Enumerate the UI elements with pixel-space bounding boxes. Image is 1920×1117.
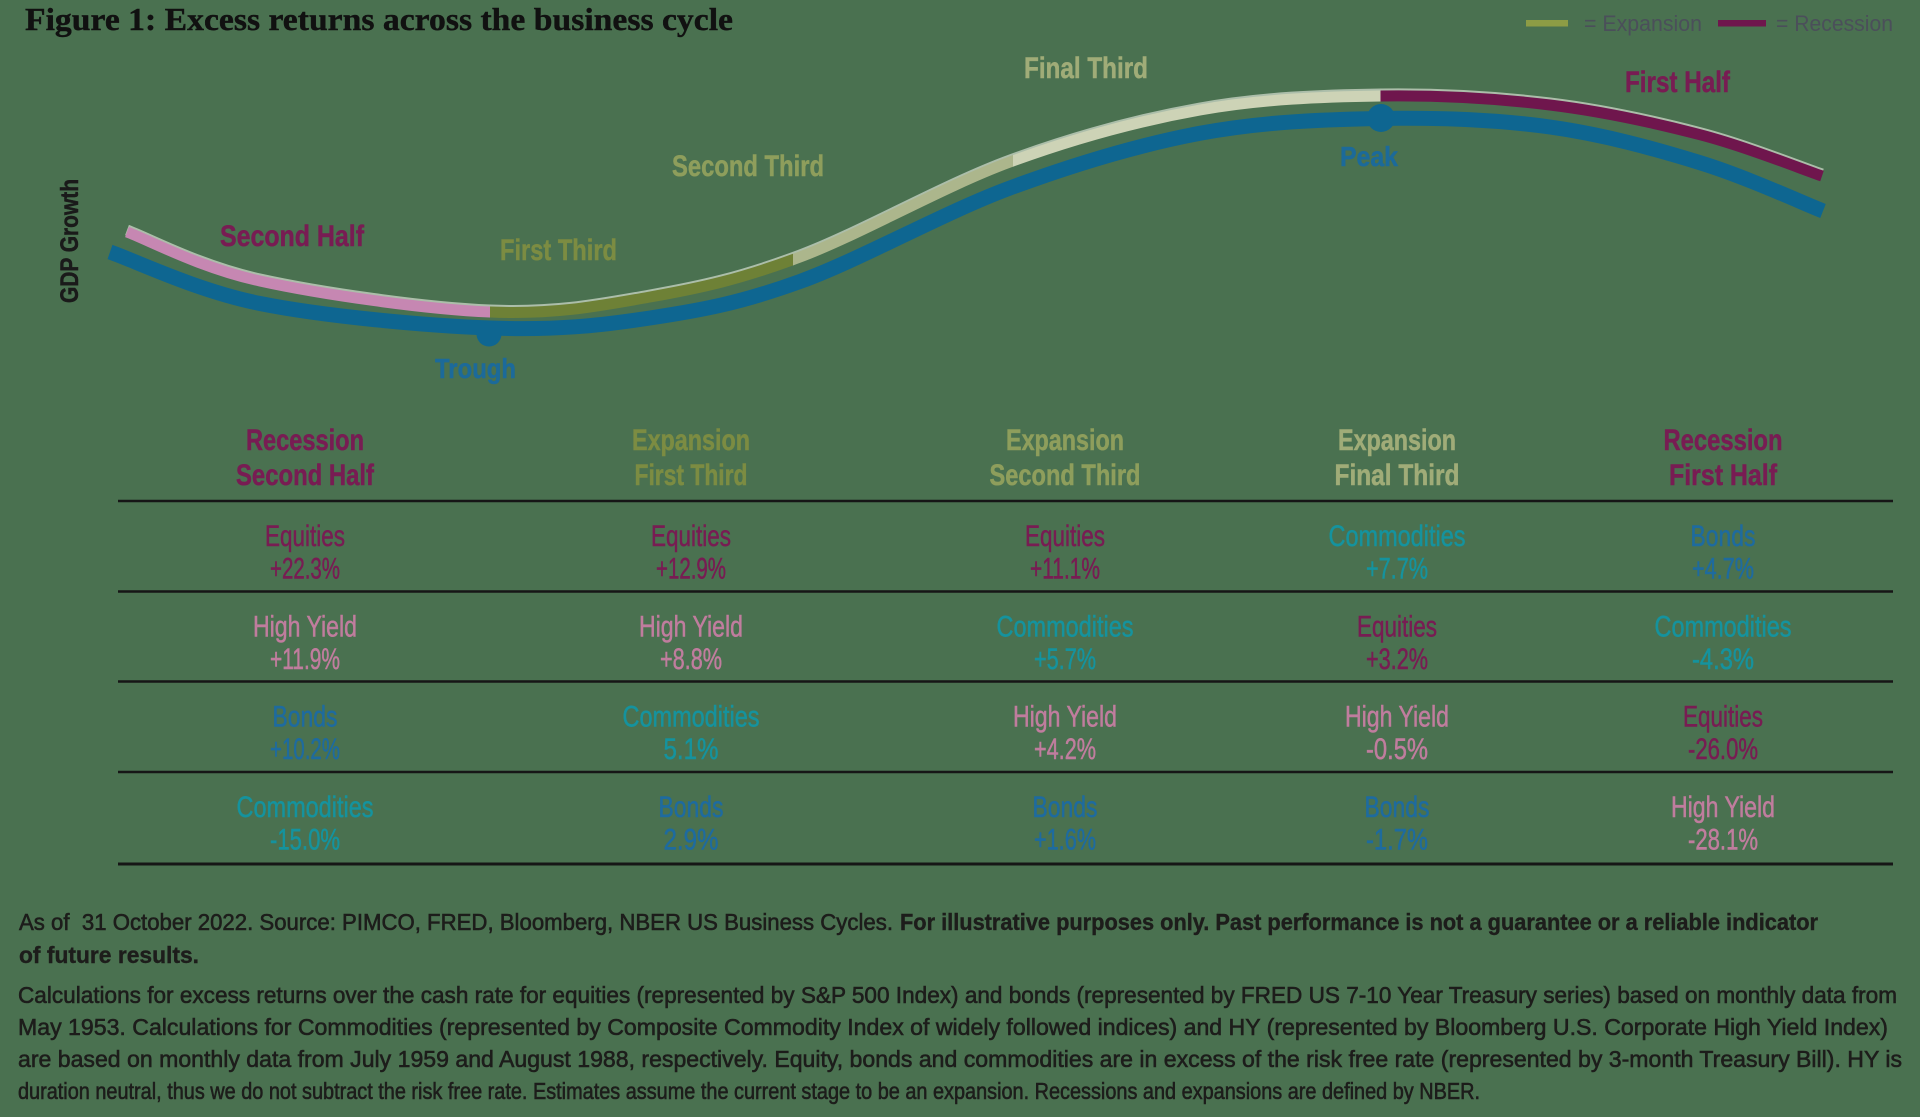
svg-text:High Yield: High Yield [253, 611, 357, 644]
svg-text:duration neutral, thus we do n: duration neutral, thus we do not subtrac… [18, 1078, 1480, 1104]
svg-text:Bonds: Bonds [1365, 791, 1430, 824]
svg-text:Commodities: Commodities [1329, 520, 1466, 553]
svg-text:+11.9%: +11.9% [270, 643, 340, 676]
svg-text:Figure 1: Excess returns acros: Figure 1: Excess returns across the busi… [25, 1, 733, 37]
svg-text:Final Third: Final Third [1335, 459, 1460, 492]
svg-text:5.1%: 5.1% [664, 733, 719, 766]
svg-text:Expansion: Expansion [1006, 424, 1124, 457]
svg-text:-26.0%: -26.0% [1688, 733, 1758, 766]
svg-text:Calculations for excess return: Calculations for excess returns over the… [18, 982, 1897, 1008]
svg-text:+12.9%: +12.9% [656, 553, 726, 586]
svg-text:Final Third: Final Third [1024, 52, 1148, 85]
svg-text:Commodities: Commodities [1655, 611, 1792, 644]
svg-text:Bonds: Bonds [1033, 791, 1098, 824]
svg-text:First Third: First Third [635, 459, 748, 492]
svg-text:Trough: Trough [435, 353, 516, 384]
svg-text:are based on monthly data from: are based on monthly data from July 1959… [18, 1046, 1902, 1072]
svg-text:-0.5%: -0.5% [1366, 733, 1428, 766]
svg-text:= Recession: = Recession [1776, 11, 1893, 36]
svg-text:Equities: Equities [651, 520, 731, 553]
svg-text:High Yield: High Yield [639, 611, 743, 644]
svg-text:GDP Growth: GDP Growth [56, 179, 84, 303]
svg-text:For illustrative purposes only: For illustrative purposes only. Past per… [900, 909, 1818, 935]
svg-text:+4.7%: +4.7% [1692, 553, 1754, 586]
svg-text:Equities: Equities [1357, 611, 1437, 644]
svg-text:First Half: First Half [1625, 66, 1731, 99]
svg-text:-15.0%: -15.0% [270, 824, 340, 857]
svg-text:High Yield: High Yield [1013, 701, 1117, 734]
svg-text:+8.8%: +8.8% [660, 643, 722, 676]
svg-text:Commodities: Commodities [623, 701, 760, 734]
svg-text:+5.7%: +5.7% [1034, 643, 1096, 676]
svg-text:Recession: Recession [1664, 424, 1783, 457]
svg-text:Commodities: Commodities [237, 791, 374, 824]
svg-text:Commodities: Commodities [997, 611, 1134, 644]
svg-text:Second Half: Second Half [236, 459, 375, 492]
svg-text:+4.2%: +4.2% [1034, 733, 1096, 766]
svg-text:-4.3%: -4.3% [1692, 643, 1754, 676]
svg-text:Second Half: Second Half [220, 220, 365, 253]
svg-text:+7.7%: +7.7% [1366, 553, 1428, 586]
svg-text:2.9%: 2.9% [664, 824, 719, 857]
svg-text:Expansion: Expansion [1338, 424, 1456, 457]
svg-text:Second Third: Second Third [990, 459, 1141, 492]
svg-text:May 1953. Calculations for Com: May 1953. Calculations for Commodities (… [18, 1014, 1888, 1040]
svg-text:Peak: Peak [1340, 141, 1398, 172]
svg-text:As of 31 October 2022. Source: As of 31 October 2022. Source: PIMCO, FR… [19, 909, 893, 935]
svg-text:Equities: Equities [1683, 701, 1763, 734]
svg-text:Second Third: Second Third [672, 150, 824, 183]
svg-text:-28.1%: -28.1% [1688, 824, 1758, 857]
svg-text:= Expansion: = Expansion [1584, 11, 1702, 36]
svg-text:Recession: Recession [246, 424, 364, 457]
svg-text:+11.1%: +11.1% [1030, 553, 1100, 586]
svg-text:+1.6%: +1.6% [1034, 824, 1096, 857]
svg-text:High Yield: High Yield [1345, 701, 1449, 734]
svg-text:+10.2%: +10.2% [270, 733, 340, 766]
svg-text:First Third: First Third [500, 234, 617, 267]
svg-text:Equities: Equities [265, 520, 345, 553]
svg-text:Equities: Equities [1025, 520, 1105, 553]
svg-text:Expansion: Expansion [632, 424, 750, 457]
svg-text:High Yield: High Yield [1671, 791, 1775, 824]
svg-text:Bonds: Bonds [273, 701, 338, 734]
svg-text:+22.3%: +22.3% [270, 553, 340, 586]
svg-text:Bonds: Bonds [1691, 520, 1756, 553]
svg-text:-1.7%: -1.7% [1366, 824, 1428, 857]
svg-text:of future results.: of future results. [19, 942, 199, 968]
svg-text:Bonds: Bonds [659, 791, 724, 824]
svg-text:+3.2%: +3.2% [1366, 643, 1428, 676]
svg-text:First Half: First Half [1669, 459, 1778, 492]
